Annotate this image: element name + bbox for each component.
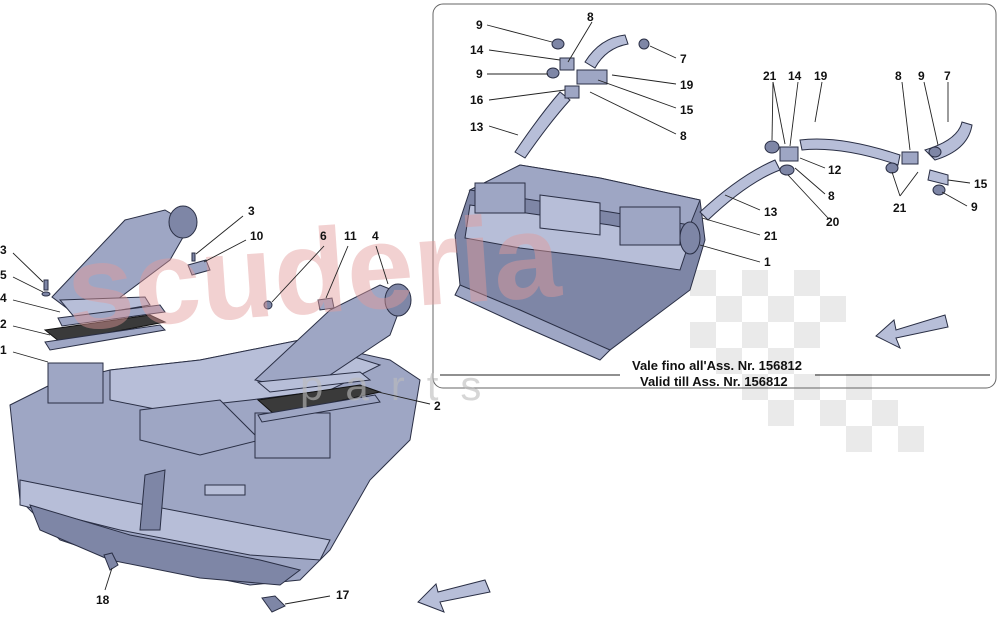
validity-note-en: Valid till Ass. Nr. 156812 bbox=[640, 374, 788, 389]
callout-label: 19 bbox=[814, 69, 828, 83]
callout-label: 13 bbox=[764, 205, 778, 219]
callout-label: 15 bbox=[680, 103, 694, 117]
callout-label: 3 bbox=[0, 243, 7, 257]
inset-frame bbox=[432, 3, 997, 389]
callout-label: 6 bbox=[320, 229, 327, 243]
callout-label: 4 bbox=[372, 229, 379, 243]
callout-label: 8 bbox=[587, 10, 594, 24]
callout-label: 21 bbox=[893, 201, 907, 215]
callout-label: 3 bbox=[248, 204, 255, 218]
callout-label: 17 bbox=[336, 588, 350, 602]
callout-label: 7 bbox=[944, 69, 951, 83]
watermark-brand: scuderia bbox=[62, 188, 565, 356]
validity-note-it: Vale fino all'Ass. Nr. 156812 bbox=[632, 358, 802, 373]
watermark-sub: parts bbox=[300, 362, 503, 409]
callout-label: 1 bbox=[764, 255, 771, 269]
callout-label: 16 bbox=[470, 93, 484, 107]
callout-label: 21 bbox=[763, 69, 777, 83]
callout-label: 20 bbox=[826, 215, 840, 229]
inset-right-hoses bbox=[699, 121, 973, 221]
inset-left-hoses bbox=[514, 34, 650, 159]
right-intake-assembly bbox=[253, 283, 412, 423]
callout-label: 8 bbox=[828, 189, 835, 203]
callout-label: 14 bbox=[470, 43, 484, 57]
callout-label: 21 bbox=[764, 229, 778, 243]
callout-label: 5 bbox=[0, 268, 7, 282]
callout-label: 11 bbox=[344, 229, 357, 243]
callout-label: 9 bbox=[476, 67, 483, 81]
callout-label: 15 bbox=[974, 177, 988, 191]
callout-label: 18 bbox=[96, 593, 110, 607]
arrow-down-left-icon bbox=[875, 314, 949, 350]
callout-label: 7 bbox=[680, 52, 687, 66]
callout-label: 12 bbox=[828, 163, 842, 177]
callout-label: 4 bbox=[0, 291, 7, 305]
callout-label: 1 bbox=[0, 343, 7, 357]
arrow-down-left-icon bbox=[417, 579, 491, 613]
callout-label: 9 bbox=[971, 200, 978, 214]
inset-callouts: 9 8 14 7 9 19 16 15 13 8 21 14 19 8 9 7 … bbox=[470, 10, 988, 269]
callout-label: 8 bbox=[895, 69, 902, 83]
inset-housing bbox=[454, 164, 706, 361]
callout-label: 9 bbox=[918, 69, 925, 83]
callout-label: 2 bbox=[0, 317, 7, 331]
main-callouts: 3 5 4 2 1 3 10 6 11 4 2 18 17 bbox=[0, 204, 441, 607]
callout-label: 8 bbox=[680, 129, 687, 143]
callout-label: 19 bbox=[680, 78, 694, 92]
callout-label: 10 bbox=[250, 229, 264, 243]
left-intake-assembly bbox=[43, 205, 198, 351]
small-fasteners bbox=[41, 252, 335, 613]
callout-label: 9 bbox=[476, 18, 483, 32]
checker-watermark bbox=[690, 270, 924, 452]
callout-label: 2 bbox=[434, 399, 441, 413]
callout-label: 13 bbox=[470, 120, 484, 134]
callout-label: 14 bbox=[788, 69, 802, 83]
